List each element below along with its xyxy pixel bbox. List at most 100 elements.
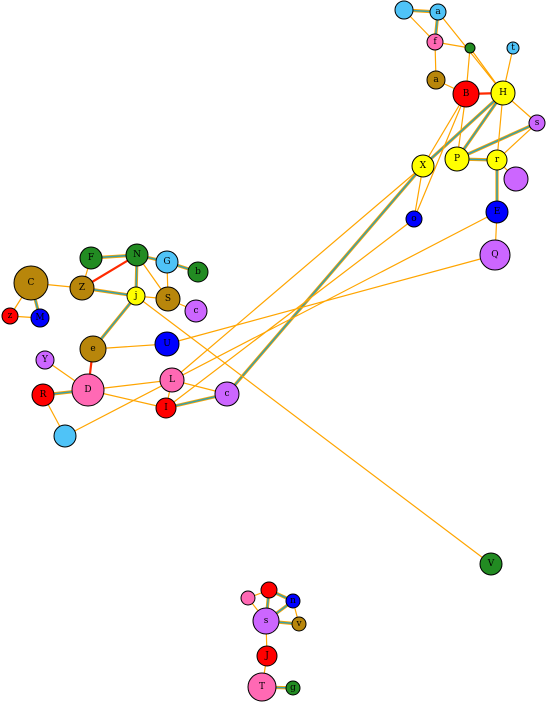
graph-node-V[interactable]: V [479, 552, 503, 576]
node-circle [71, 373, 105, 407]
graph-node-bp[interactable] [240, 590, 256, 606]
node-circle [256, 645, 278, 667]
node-label: g [290, 683, 296, 693]
node-label: C [28, 278, 35, 288]
node-label: f [433, 37, 437, 47]
node-label: r [495, 155, 500, 165]
graph-node-o[interactable]: o [405, 210, 423, 228]
graph-node-C[interactable]: C [13, 265, 49, 301]
node-label: z [8, 311, 13, 321]
graph-node-j[interactable]: j [126, 286, 146, 306]
graph-node-c1[interactable]: c [184, 299, 208, 323]
graph-node-Z[interactable]: Z [69, 275, 95, 301]
node-circle [214, 381, 240, 407]
node-circle [184, 299, 208, 323]
node-label: v [295, 619, 302, 629]
graph-node-c2[interactable]: c [214, 381, 240, 407]
node-circle [155, 397, 177, 419]
node-circle [13, 265, 49, 301]
edge-U-Q [166, 254, 496, 345]
graph-node-tl2[interactable]: a [429, 3, 447, 21]
graph-node-br[interactable] [260, 581, 278, 599]
node-circle [394, 0, 414, 20]
node-label: J [264, 651, 269, 661]
node-label: a [433, 75, 439, 85]
graph-node-H[interactable]: H [490, 80, 516, 106]
graph-node-F[interactable]: F [79, 246, 103, 270]
edge-H-X [422, 92, 504, 167]
node-label: S [165, 294, 171, 304]
node-label: X [420, 161, 427, 171]
node-circle [260, 581, 278, 599]
graph-node-tl1[interactable] [394, 0, 414, 20]
graph-node-T[interactable]: T [247, 672, 277, 702]
graph-node-Y[interactable]: Y [35, 350, 55, 370]
graph-node-R[interactable]: R [31, 383, 55, 407]
node-circle [285, 593, 301, 609]
graph-node-E[interactable]: E [485, 200, 509, 224]
graph-node-U[interactable]: U [154, 331, 180, 357]
node-circle [479, 552, 503, 576]
edge-j-V [135, 295, 492, 565]
node-circle [506, 41, 520, 55]
graph-node-S[interactable]: S [155, 286, 181, 312]
node-label: U [163, 339, 171, 349]
graph-node-bg[interactable]: g [285, 680, 301, 696]
graph-node-G[interactable]: G [155, 250, 179, 274]
node-circle [159, 367, 185, 393]
node-circle [444, 146, 470, 172]
graph-node-e[interactable]: e [79, 335, 107, 363]
graph-node-r[interactable]: r [486, 149, 508, 171]
graph-node-g1[interactable] [464, 42, 476, 54]
node-circle [53, 424, 77, 448]
graph-node-M[interactable]: M [30, 308, 50, 328]
node-circle [426, 33, 444, 51]
node-circle [285, 680, 301, 696]
node-circle [187, 261, 209, 283]
node-circle [411, 154, 435, 178]
graph-node-L[interactable]: L [159, 367, 185, 393]
node-circle [31, 383, 55, 407]
graph-node-P[interactable]: P [444, 146, 470, 172]
graph-node-B[interactable]: B [452, 80, 480, 108]
graph-node-D[interactable]: D [71, 373, 105, 407]
node-circle [79, 246, 103, 270]
graph-node-b[interactable]: b [187, 261, 209, 283]
node-circle [247, 672, 277, 702]
node-label: c [193, 306, 198, 316]
graph-node-bb[interactable]: n [285, 593, 301, 609]
graph-node-X[interactable]: X [411, 154, 435, 178]
node-circle [1, 307, 19, 325]
edge-X-c2 [226, 165, 424, 395]
graph-node-J[interactable]: J [256, 645, 278, 667]
graph-node-t[interactable]: t [506, 41, 520, 55]
edge-B-X [422, 93, 467, 167]
node-label: G [163, 257, 170, 267]
graph-node-tl3[interactable]: f [426, 33, 444, 51]
graph-node-a[interactable]: a [426, 70, 446, 90]
graph-node-bs[interactable]: s [252, 607, 280, 635]
graph-node-pur2[interactable] [503, 166, 529, 192]
node-label: a [435, 7, 441, 17]
node-circle [452, 80, 480, 108]
node-circle [35, 350, 55, 370]
graph-node-z[interactable]: z [1, 307, 19, 325]
node-circle [154, 331, 180, 357]
graph-node-s1[interactable]: s [528, 114, 546, 132]
node-label: I [164, 403, 168, 413]
node-circle [155, 286, 181, 312]
edge-cy-E [64, 211, 498, 437]
node-label: H [499, 88, 507, 98]
graph-node-I[interactable]: I [155, 397, 177, 419]
node-circle [486, 149, 508, 171]
graph-node-cy[interactable] [53, 424, 77, 448]
graph-node-bv[interactable]: v [291, 616, 307, 632]
node-circle [125, 243, 149, 267]
graph-node-Q[interactable]: Q [479, 239, 511, 271]
graph-node-N[interactable]: N [125, 243, 149, 267]
node-circle [126, 286, 146, 306]
node-label: n [290, 596, 296, 606]
node-circle [291, 616, 307, 632]
